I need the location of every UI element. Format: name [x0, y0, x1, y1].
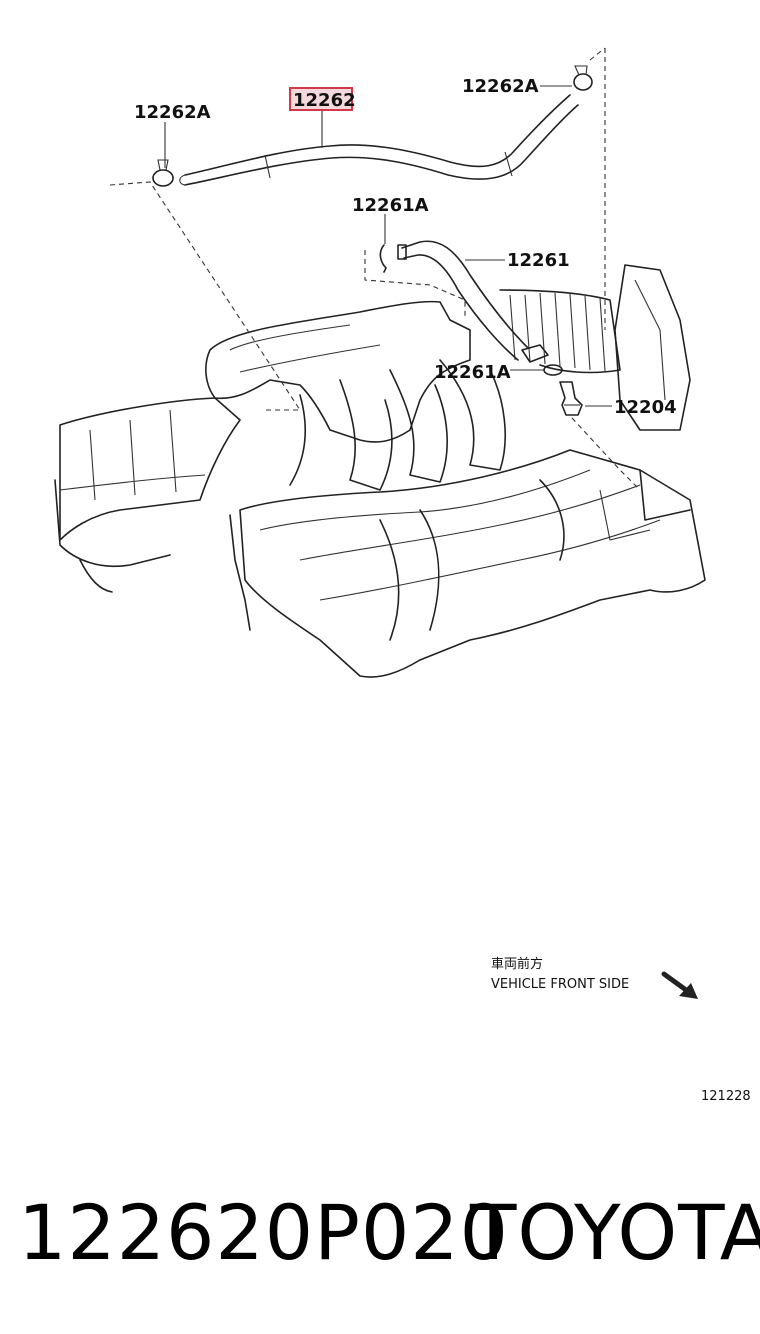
- highlight-box: [289, 87, 353, 111]
- brand-name: TOYOTA: [470, 1188, 760, 1277]
- pcv-valve-12204[interactable]: [559, 381, 583, 416]
- label-12204[interactable]: 12204: [614, 397, 677, 418]
- label-12261a-upper[interactable]: 12261A: [352, 195, 429, 216]
- arrow-down-right-icon: [661, 971, 698, 999]
- part-number: 122620P020: [18, 1188, 510, 1277]
- label-12261a-lower[interactable]: 12261A: [434, 362, 511, 383]
- direction-note-jp: 車両前方: [491, 956, 543, 972]
- leader-lines: [164, 85, 612, 407]
- label-12262a-right[interactable]: 12262A: [462, 76, 539, 97]
- clamp-12262a-left[interactable]: [152, 159, 174, 187]
- direction-note-en: VEHICLE FRONT SIDE: [491, 977, 629, 992]
- label-12262[interactable]: 12262: [293, 90, 356, 111]
- clamp-12262a-right[interactable]: [573, 65, 593, 91]
- label-12262a-left[interactable]: 12262A: [134, 102, 211, 123]
- engine-drawing: [54, 47, 706, 678]
- hose-12261[interactable]: [397, 240, 549, 363]
- diagram-ref: 121228: [701, 1089, 751, 1104]
- clip-12261a-upper[interactable]: [379, 244, 387, 273]
- hose-12262[interactable]: [179, 94, 579, 186]
- label-12261[interactable]: 12261: [507, 250, 570, 271]
